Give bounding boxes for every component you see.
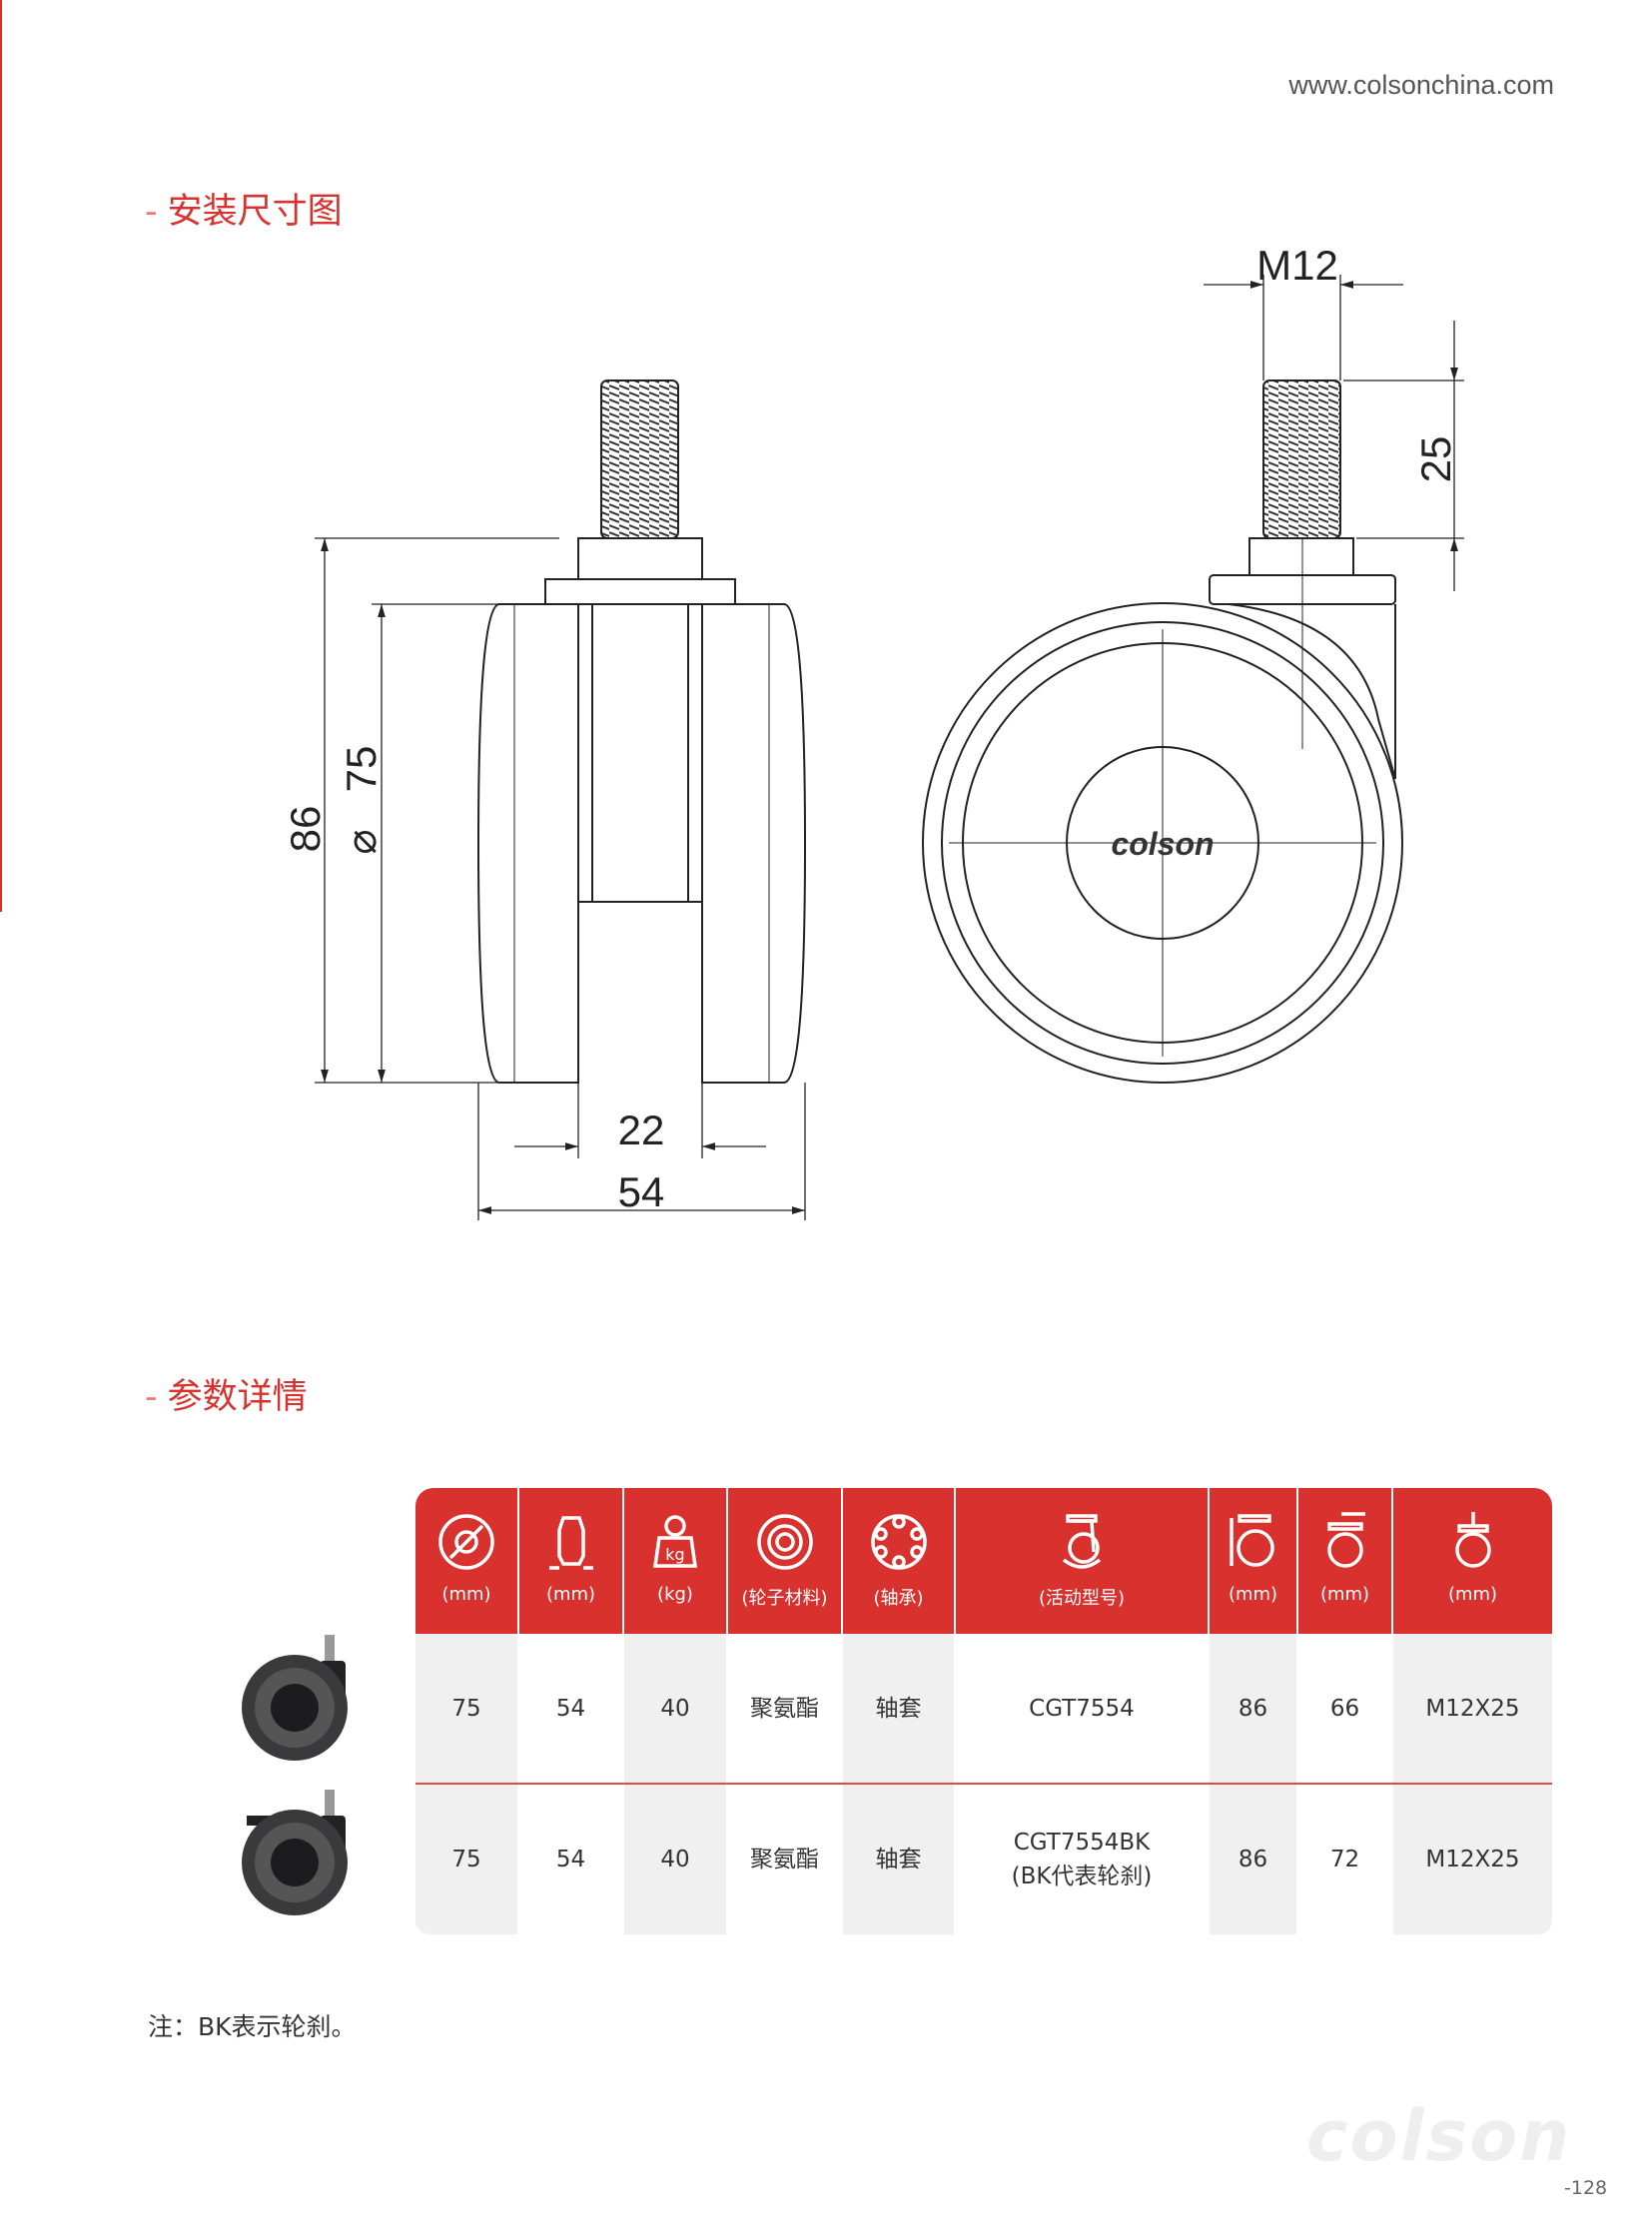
header-unit: (轮子材料) — [741, 1588, 828, 1609]
install-title-text: 安装尺寸图 — [167, 192, 343, 232]
table-cell: M12X25 — [1393, 1785, 1552, 1934]
page-edge-line — [0, 0, 2, 912]
table-cell: CGT7554BK (BK代表轮刹) — [1011, 1830, 1153, 1889]
header-cell: (mm) — [519, 1488, 622, 1634]
spec-table: (mm) (mm) kg (kg) (轮子材料) (轴承) (活动型号) (mm) (mm) (m… — [415, 1488, 1552, 1934]
table-cell: M12X25 — [1393, 1634, 1552, 1783]
wheel-diameter-icon — [438, 1514, 494, 1570]
icon-text: kg — [665, 1545, 684, 1564]
table-cell: 54 — [555, 1847, 586, 1872]
params-title-text: 参数详情 — [167, 1377, 308, 1417]
header-unit: (mm) — [1228, 1584, 1278, 1605]
section-title-params: -参数详情 — [145, 1368, 308, 1419]
side-view — [315, 379, 807, 1220]
table-cell: 聚氨酯 — [750, 1695, 819, 1722]
dim-height-label: 86 — [282, 806, 329, 853]
table-cell: 72 — [1329, 1847, 1360, 1872]
installation-drawing: 86 75 ⌀ 22 54 M12 25 colson — [282, 242, 1464, 1220]
table-cell: 轴套 — [843, 1785, 954, 1934]
header-unit: (轴承) — [873, 1588, 924, 1609]
header-cell: (活动型号) — [956, 1488, 1208, 1634]
load-weight-icon: kg — [652, 1515, 698, 1568]
caster-photo-1 — [242, 1635, 348, 1761]
website-url[interactable]: www.colsonchina.com — [1288, 70, 1554, 100]
table-cell: 75 — [415, 1785, 517, 1934]
colson-watermark-logo: colson — [1306, 2095, 1572, 2177]
header-cell: (mm) — [1210, 1488, 1296, 1634]
header-cell: (mm) — [1298, 1488, 1391, 1634]
front-view — [922, 275, 1464, 1084]
thread-stem-icon — [1454, 1512, 1491, 1568]
swivel-offset-icon — [1326, 1512, 1365, 1568]
bearing-icon — [870, 1514, 927, 1570]
dim-thread-length-label: 25 — [1412, 436, 1459, 483]
header-cell: (mm) — [1393, 1488, 1552, 1634]
header-cell: (mm) — [415, 1488, 517, 1634]
header-unit: (kg) — [657, 1584, 693, 1605]
dim-diameter-label: 75 — [338, 746, 385, 793]
header-cell: (轴承) — [843, 1488, 954, 1634]
table-cell: 聚氨酯 — [750, 1847, 819, 1872]
wheel-material-icon — [756, 1514, 813, 1570]
table-cell: 40 — [624, 1634, 726, 1783]
dim-thread-label: M12 — [1256, 242, 1338, 289]
table-cell: 40 — [624, 1785, 726, 1934]
product-photos — [242, 1635, 348, 1915]
header-unit: (mm) — [441, 1584, 491, 1605]
table-cell: 66 — [1329, 1695, 1360, 1722]
table-cell: 轴套 — [843, 1634, 954, 1783]
header-cell: (轮子材料) — [728, 1488, 841, 1634]
header-unit: (活动型号) — [1038, 1588, 1126, 1609]
overall-height-icon — [1229, 1514, 1274, 1567]
footnote: 注：BK表示轮刹。 — [148, 2012, 357, 2041]
header-unit: (mm) — [1447, 1584, 1498, 1605]
dash: - — [145, 1377, 158, 1417]
table-cell: 86 — [1210, 1634, 1296, 1783]
swivel-caster-icon — [1062, 1514, 1102, 1569]
wheel-width-icon — [548, 1516, 593, 1570]
section-title-install: -安装尺寸图 — [145, 183, 343, 234]
header-cell: kg (kg) — [624, 1488, 726, 1634]
dash: - — [145, 192, 158, 232]
dim-gap-label: 22 — [618, 1107, 665, 1153]
table-cell: 54 — [555, 1695, 586, 1722]
page-number: -128 — [1564, 2177, 1608, 2199]
caster-photo-2 — [242, 1790, 348, 1915]
wheel-logo: colson — [1111, 826, 1214, 862]
table-cell: 86 — [1210, 1785, 1296, 1934]
header-unit: (mm) — [1319, 1584, 1370, 1605]
row-divider — [415, 1783, 1552, 1785]
diameter-symbol: ⌀ — [338, 829, 385, 854]
header-unit: (mm) — [545, 1584, 596, 1605]
table-cell: 75 — [415, 1634, 517, 1783]
table-cell: CGT7554 — [1029, 1695, 1135, 1722]
dim-width-label: 54 — [618, 1168, 665, 1215]
